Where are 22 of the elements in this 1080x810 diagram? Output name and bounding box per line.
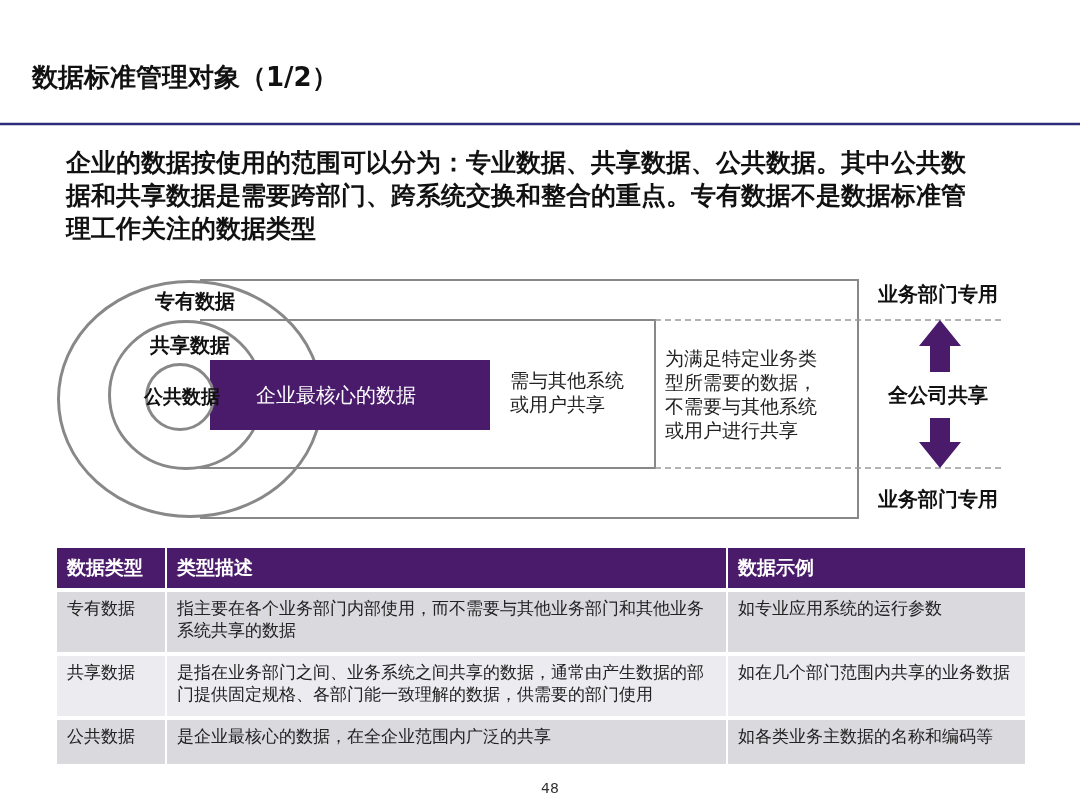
- band-text: 需与其他系统或用户共享: [510, 368, 642, 424]
- title: 数据标准管理对象（1/2）: [32, 61, 338, 94]
- table-cell: 是企业最核心的数据，在全企业范围内广泛的共享: [167, 720, 726, 764]
- table-cell: 如各类业务主数据的名称和编码等: [728, 720, 1025, 764]
- table-cell: 如专业应用系统的运行参数: [728, 592, 1025, 652]
- ring-label: 专有数据: [154, 288, 236, 315]
- table-header-cell: 数据类型: [57, 548, 165, 588]
- table-cell: 指主要在各个业务部门内部使用，而不需要与其他业务部门和其他业务系统共享的数据: [167, 592, 726, 652]
- table-cell: 共享数据: [57, 656, 165, 716]
- table-header-cell: 数据示例: [728, 548, 1025, 588]
- intro-paragraph: 企业的数据按使用的范围可以分为：专业数据、共享数据、公共数据。其中公共数据和共享数据是需要跨部门、跨系统交换和整合的重点。专有数据不是数据标准管理工作关注的数据类型: [66, 147, 967, 245]
- band-text: 为满足特定业务类型所需要的数据，不需要与其他系统或用户进行共享: [655, 320, 858, 468]
- side-label: 全公司共享: [887, 382, 989, 409]
- ring-label: 共享数据: [149, 332, 231, 359]
- table-cell: 是指在业务部门之间、业务系统之间共享的数据，通常由产生数据的部门提供固定规格、各部门能一致理解的数据，供需要的部门使用: [167, 656, 726, 716]
- side-label: 业务部门专用: [877, 486, 999, 513]
- table-cell: 如在几个部门范围内共享的业务数据: [728, 656, 1025, 716]
- page-number: 48: [540, 780, 560, 796]
- table-cell: 专有数据: [57, 592, 165, 652]
- table-header-cell: 类型描述: [167, 548, 726, 588]
- side-label: 业务部门专用: [877, 281, 999, 308]
- table-cell: 公共数据: [57, 720, 165, 764]
